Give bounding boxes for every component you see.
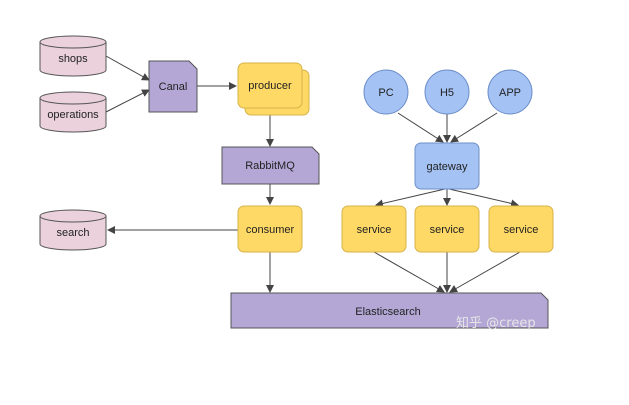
node-producer-label: producer xyxy=(248,80,292,92)
node-service-2-label: service xyxy=(430,224,465,236)
node-gateway: gateway xyxy=(414,142,480,190)
edge-app-gateway xyxy=(450,112,498,143)
db-search: search xyxy=(39,209,107,251)
edge-gateway-service1 xyxy=(375,188,446,208)
node-pc: PC xyxy=(363,69,409,115)
node-app-label: APP xyxy=(499,87,521,99)
node-service-1-label: service xyxy=(357,224,392,236)
edge-service3-elasticsearch xyxy=(449,251,521,293)
node-consumer-label: consumer xyxy=(246,224,295,236)
node-service-2: service xyxy=(414,205,480,253)
node-h5: H5 xyxy=(424,69,470,115)
node-producer: producer xyxy=(237,62,310,116)
edge-service1-elasticsearch xyxy=(373,251,445,293)
node-rabbitmq: RabbitMQ xyxy=(221,146,320,185)
node-service-3-label: service xyxy=(504,224,539,236)
edge-shops-canal xyxy=(105,55,150,81)
db-search-label: search xyxy=(56,227,89,239)
node-consumer: consumer xyxy=(237,205,303,253)
node-canal-label: Canal xyxy=(159,81,188,93)
node-service-3: service xyxy=(488,205,554,253)
node-elasticsearch-label: Elasticsearch xyxy=(355,306,420,318)
node-pc-label: PC xyxy=(378,87,393,99)
node-rabbitmq-label: RabbitMQ xyxy=(245,160,295,172)
node-canal: Canal xyxy=(148,60,198,113)
node-service-1: service xyxy=(341,205,407,253)
edge-gateway-service3 xyxy=(448,188,519,208)
edge-operations-canal xyxy=(105,89,150,113)
edge-pc-gateway xyxy=(397,112,444,143)
node-app: APP xyxy=(487,69,533,115)
db-shops: shops xyxy=(39,35,107,77)
node-gateway-label: gateway xyxy=(427,161,468,173)
edges xyxy=(105,55,521,293)
db-shops-label: shops xyxy=(58,53,88,65)
db-operations: operations xyxy=(39,91,107,133)
node-h5-label: H5 xyxy=(440,87,454,99)
node-elasticsearch: Elasticsearch xyxy=(230,292,549,329)
db-operations-label: operations xyxy=(47,109,99,121)
watermark: 知乎 @creep xyxy=(456,315,536,331)
